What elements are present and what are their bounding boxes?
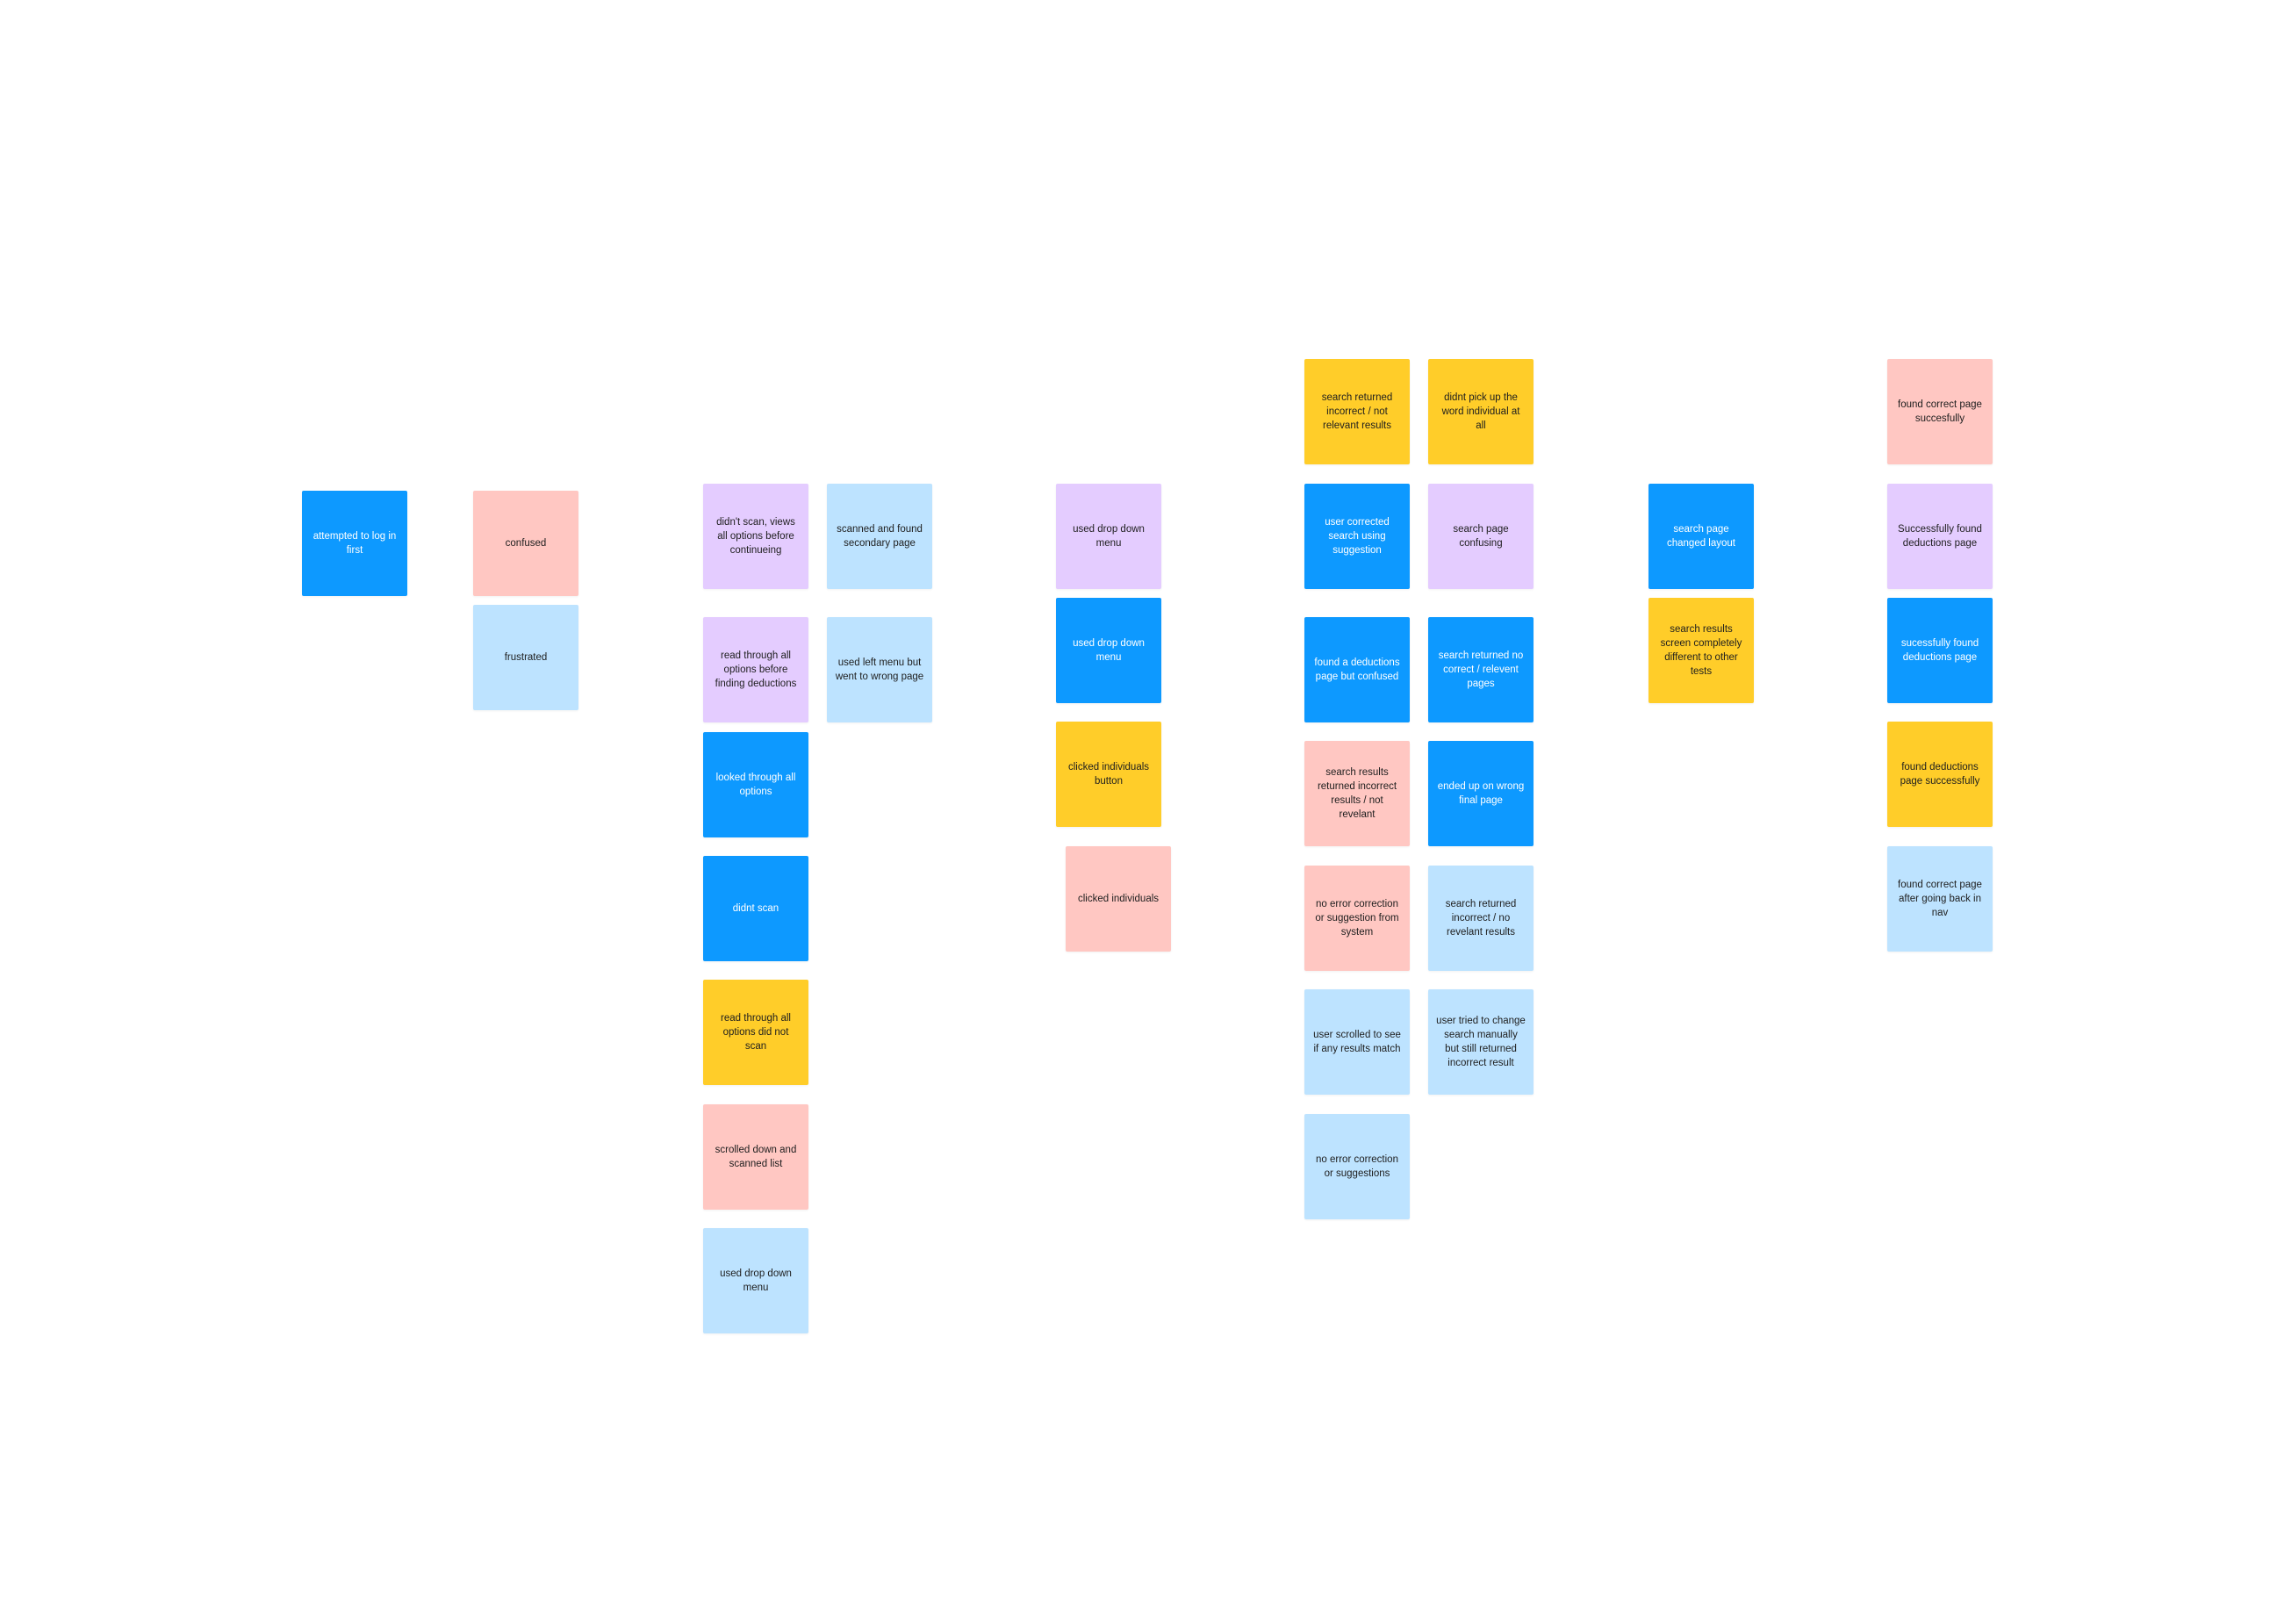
sticky-note-text: no error correction or suggestion from s… xyxy=(1315,899,1399,938)
sticky-note[interactable]: user tried to change search manually but… xyxy=(1428,989,1534,1095)
sticky-note-text: confused xyxy=(505,538,547,549)
sticky-note[interactable]: found a deductions page but confused xyxy=(1304,617,1410,722)
sticky-note-text: read through all options did not scan xyxy=(721,1013,791,1052)
sticky-note[interactable]: used drop down menu xyxy=(1056,484,1161,589)
sticky-note[interactable]: search page changed layout xyxy=(1648,484,1754,589)
sticky-note-text: search returned incorrect / no revelant … xyxy=(1445,899,1517,938)
sticky-note[interactable]: clicked individuals xyxy=(1066,846,1171,952)
sticky-note[interactable]: scrolled down and scanned list xyxy=(703,1104,808,1210)
sticky-note-text: used left menu but went to wrong page xyxy=(835,658,924,682)
sticky-note-text: clicked individuals button xyxy=(1067,762,1150,787)
sticky-note[interactable]: found correct page succesfully xyxy=(1887,359,1993,464)
sticky-note[interactable]: read through all options did not scan xyxy=(703,980,808,1085)
sticky-note[interactable]: attempted to log in first xyxy=(302,491,407,596)
sticky-note-text: didnt scan xyxy=(732,903,779,914)
sticky-note-text: ended up on wrong final page xyxy=(1437,781,1525,806)
sticky-note[interactable]: no error correction or suggestion from s… xyxy=(1304,866,1410,971)
sticky-note[interactable]: used drop down menu xyxy=(703,1228,808,1333)
sticky-note-text: scrolled down and scanned list xyxy=(715,1145,797,1169)
sticky-note-text: found correct page succesfully xyxy=(1898,399,1982,424)
sticky-note-text: search returned incorrect / not relevant… xyxy=(1321,392,1393,431)
sticky-note[interactable]: scanned and found secondary page xyxy=(827,484,932,589)
sticky-note-text: search results returned incorrect result… xyxy=(1317,767,1397,820)
sticky-note-text: frustrated xyxy=(504,652,548,663)
sticky-note-text: search page confusing xyxy=(1453,524,1509,549)
sticky-note-text: read through all options before finding … xyxy=(715,650,797,689)
sticky-note[interactable]: confused xyxy=(473,491,578,596)
sticky-note[interactable]: found correct page after going back in n… xyxy=(1887,846,1993,952)
sticky-note-text: found deductions page successfully xyxy=(1900,762,1980,787)
sticky-note[interactable]: didnt scan xyxy=(703,856,808,961)
sticky-note[interactable]: search results screen completely differe… xyxy=(1648,598,1754,703)
sticky-note[interactable]: no error correction or suggestions xyxy=(1304,1114,1410,1219)
sticky-note-text: used drop down menu xyxy=(1073,638,1145,663)
sticky-note-text: didn't scan, views all options before co… xyxy=(716,517,795,556)
sticky-note-text: found a deductions page but confused xyxy=(1314,658,1400,682)
sticky-note[interactable]: sucessfully found deductions page xyxy=(1887,598,1993,703)
sticky-note-text: found correct page after going back in n… xyxy=(1898,880,1982,918)
sticky-note[interactable]: user corrected search using suggestion xyxy=(1304,484,1410,589)
sticky-note-text: looked through all options xyxy=(715,772,796,797)
sticky-note-text: user scrolled to see if any results matc… xyxy=(1313,1030,1401,1054)
sticky-note[interactable]: frustrated xyxy=(473,605,578,710)
sticky-note[interactable]: clicked individuals button xyxy=(1056,722,1161,827)
sticky-note-text: user tried to change search manually but… xyxy=(1436,1016,1526,1068)
sticky-note-text: clicked individuals xyxy=(1077,894,1160,904)
sticky-note[interactable]: search returned incorrect / no revelant … xyxy=(1428,866,1534,971)
sticky-note[interactable]: used drop down menu xyxy=(1056,598,1161,703)
sticky-note[interactable]: ended up on wrong final page xyxy=(1428,741,1534,846)
sticky-note[interactable]: read through all options before finding … xyxy=(703,617,808,722)
sticky-note-text: didnt pick up the word individual at all xyxy=(1441,392,1520,431)
sticky-note[interactable]: search results returned incorrect result… xyxy=(1304,741,1410,846)
sticky-note-text: search returned no correct / relevent pa… xyxy=(1438,650,1524,689)
sticky-note[interactable]: search page confusing xyxy=(1428,484,1534,589)
sticky-note[interactable]: search returned no correct / relevent pa… xyxy=(1428,617,1534,722)
sticky-note[interactable]: found deductions page successfully xyxy=(1887,722,1993,827)
sticky-note[interactable]: used left menu but went to wrong page xyxy=(827,617,932,722)
sticky-note[interactable]: search returned incorrect / not relevant… xyxy=(1304,359,1410,464)
sticky-note-text: no error correction or suggestions xyxy=(1316,1154,1398,1179)
sticky-note-text: Successfully found deductions page xyxy=(1898,524,1982,549)
sticky-note-text: sucessfully found deductions page xyxy=(1900,638,1979,663)
sticky-note-text: user corrected search using suggestion xyxy=(1325,517,1390,556)
sticky-note-text: search results screen completely differe… xyxy=(1660,624,1742,677)
sticky-note-text: used drop down menu xyxy=(1073,524,1145,549)
sticky-note[interactable]: didn't scan, views all options before co… xyxy=(703,484,808,589)
sticky-note[interactable]: user scrolled to see if any results matc… xyxy=(1304,989,1410,1095)
sticky-note-text: used drop down menu xyxy=(720,1268,792,1293)
sticky-note-text: search page changed layout xyxy=(1666,524,1735,549)
sticky-note-text: attempted to log in first xyxy=(312,531,397,556)
sticky-note[interactable]: looked through all options xyxy=(703,732,808,837)
sticky-note-text: scanned and found secondary page xyxy=(837,524,923,549)
sticky-note[interactable]: Successfully found deductions page xyxy=(1887,484,1993,589)
sticky-note[interactable]: didnt pick up the word individual at all xyxy=(1428,359,1534,464)
